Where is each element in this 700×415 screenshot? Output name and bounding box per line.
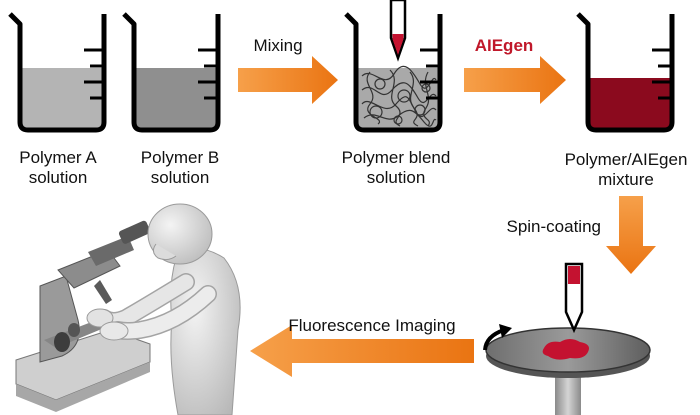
blend-label-2: solution — [367, 168, 426, 187]
spin-coating-label: Spin-coating — [506, 217, 601, 236]
fluorescence-imaging-arrow — [250, 325, 474, 377]
researcher-figure-icon — [86, 203, 241, 415]
polymer-b-label-2: solution — [151, 168, 210, 187]
spin-coating-arrow — [606, 196, 656, 274]
beaker-a-icon — [8, 12, 107, 133]
polymer-a-label-1: Polymer A — [19, 148, 97, 167]
aiegen-label: AIEgen — [475, 36, 534, 55]
spin-coater-icon — [483, 324, 651, 415]
mixture-beaker-icon — [576, 12, 675, 133]
beaker-b-icon — [122, 12, 221, 133]
polymer-a-label-2: solution — [29, 168, 88, 187]
mixing-arrow — [238, 56, 338, 104]
aiegen-arrow — [464, 56, 566, 104]
blend-label-1: Polymer blend — [342, 148, 451, 167]
mixture-label-1: Polymer/AIEgen — [565, 150, 688, 169]
dispensing-tip-icon — [564, 262, 584, 334]
fluorescence-imaging-label: Fluorescence Imaging — [288, 316, 455, 335]
microscope-icon — [15, 220, 151, 412]
polymer-b-label-1: Polymer B — [141, 148, 219, 167]
mixture-label-2: mixture — [598, 170, 654, 189]
blend-beaker-icon — [344, 12, 443, 133]
pipette-icon — [389, 0, 407, 62]
mixing-label: Mixing — [253, 36, 302, 55]
